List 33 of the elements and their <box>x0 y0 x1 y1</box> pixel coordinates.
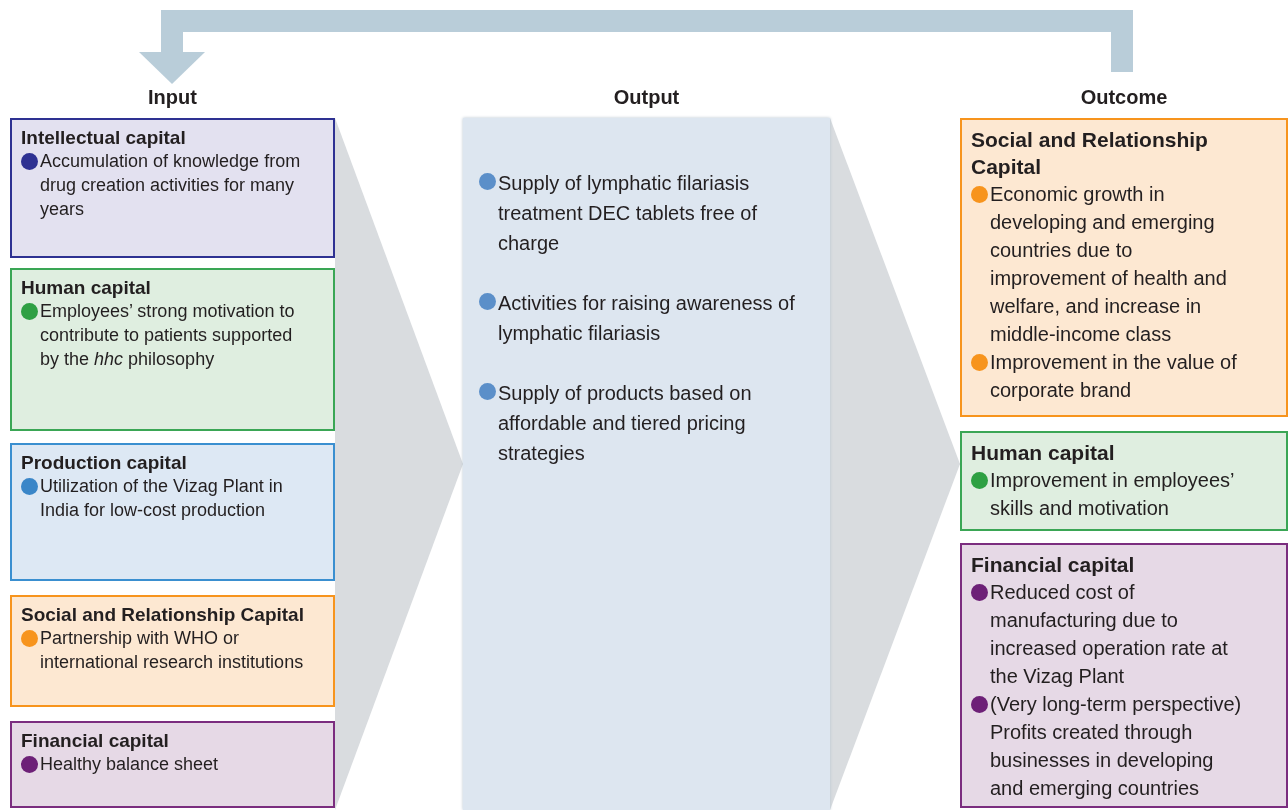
box-title: Financial capital <box>21 729 170 752</box>
capital-box <box>10 118 335 258</box>
bullet-text: Supply of lymphatic filariasis treatment DEC tablets free of charge <box>498 171 758 256</box>
bullet-text: (Very long-term perspective) Profits created through businesses in developing and emerging countries <box>990 692 1243 801</box>
bullet-text: Partnership with WHO or international research institutions <box>40 627 305 674</box>
column-heading: Output <box>612 86 681 109</box>
capital-box <box>10 443 335 581</box>
box-title: Intellectual capital <box>21 126 187 149</box>
bullet-text: Supply of products based on affordable and tiered pricing strategies <box>498 381 753 466</box>
capital-box <box>960 118 1288 417</box>
bullet-text: Activities for raising awareness of lymphatic filariasis <box>498 291 796 346</box>
bullet-text: Economic growth in developing and emerging countries due to improvement of health and welfare, and increase in middle-income class <box>990 182 1228 347</box>
box-title: Financial capital <box>971 552 1136 578</box>
column-heading: Outcome <box>1079 86 1169 109</box>
box-title: Social and Relationship Capital <box>21 603 305 626</box>
box-title: Human capital <box>21 276 152 299</box>
bullet-text: Healthy balance sheet <box>40 753 219 776</box>
capital-box <box>10 268 335 431</box>
box-title: Social and Relationship Capital <box>971 127 1209 180</box>
bullet-text: Accumulation of knowledge from drug creation activities for many years <box>40 150 302 221</box>
bullet-text: Improvement in the value of corporate brand <box>990 350 1238 403</box>
bullet-text: Utilization of the Vizag Plant in India for low-cost production <box>40 475 284 522</box>
bullet-text: Improvement in employees’ skills and motivation <box>990 468 1235 521</box>
capital-box <box>10 595 335 707</box>
capital-box <box>960 543 1288 808</box>
bullet-text: Employees’ strong motivation to contribute to patients supported by the hhc philosophy <box>40 300 296 371</box>
chevron-arrow <box>334 118 464 810</box>
column-heading: Input <box>147 86 198 109</box>
capital-box <box>960 431 1288 531</box>
bullet-text: Reduced cost of manufacturing due to increased operation rate at the Vizag Plant <box>990 580 1229 689</box>
box-title: Human capital <box>971 440 1116 466</box>
box-title: Production capital <box>21 451 188 474</box>
capital-box <box>10 721 335 808</box>
